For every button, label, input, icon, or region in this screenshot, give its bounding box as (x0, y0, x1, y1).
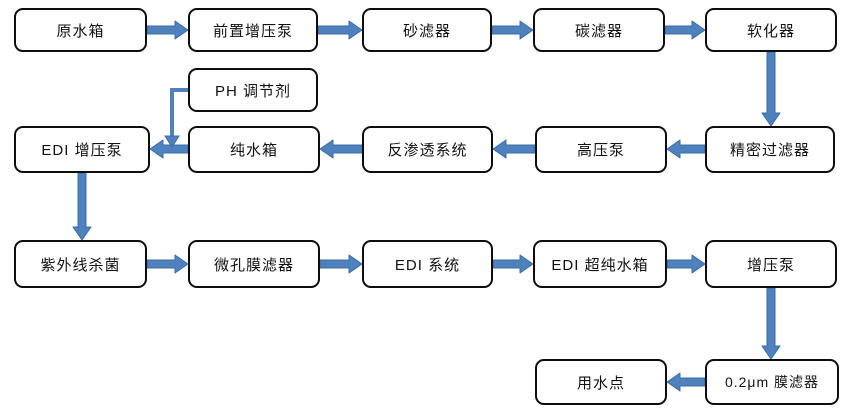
node-booster-pump: 增压泵 (705, 240, 837, 288)
node-label: EDI 系统 (394, 256, 461, 274)
node-label: EDI 超纯水箱 (551, 256, 649, 274)
node-label: 原水箱 (56, 22, 105, 40)
node-high-pressure-pump: 高压泵 (535, 126, 667, 173)
node-ro-system: 反渗透系统 (362, 126, 493, 173)
arrow-precision-filter-to-high-pressure-pump (666, 139, 706, 159)
arrow-booster-pump-to-membrane-filter (761, 287, 781, 360)
node-edi-system: EDI 系统 (362, 240, 493, 288)
node-pure-water-tank: 纯水箱 (188, 126, 320, 173)
node-precision-filter: 精密过滤器 (705, 126, 835, 173)
node-membrane-filter-0-2um: 0.2μm 膜滤器 (705, 359, 839, 405)
node-point-of-use: 用水点 (535, 359, 667, 405)
arrow-edi-system-to-edi-ultrapure-water-tank (492, 254, 534, 274)
node-sand-filter: 砂滤器 (362, 8, 492, 52)
node-label: 反渗透系统 (387, 142, 468, 159)
node-label: 0.2μm 膜滤器 (724, 374, 820, 390)
node-label: EDI 增压泵 (41, 142, 123, 159)
node-pre-booster-pump: 前置增压泵 (188, 8, 318, 52)
arrow-edi-ultrapure-water-tank-to-booster-pump (666, 254, 706, 274)
node-label: 碳滤器 (574, 22, 623, 40)
node-label: 精密过滤器 (729, 142, 810, 159)
arrow-high-pressure-pump-to-ro-system (492, 139, 536, 159)
arrow-ro-system-to-pure-water-tank (319, 139, 363, 159)
connector-ph-adjuster-line (170, 88, 188, 136)
node-label: 微孔膜滤器 (213, 256, 294, 274)
node-carbon-filter: 碳滤器 (533, 8, 665, 52)
arrow-microporous-membrane-filter-to-edi-system (319, 254, 363, 274)
node-label: PH 调节剂 (214, 82, 291, 100)
arrow-raw-water-tank-to-pre-booster-pump (146, 20, 189, 40)
node-ph-adjuster: PH 调节剂 (188, 68, 318, 112)
node-label: 高压泵 (576, 142, 625, 159)
node-label: 前置增压泵 (212, 22, 293, 40)
node-label: 增压泵 (746, 256, 795, 274)
node-label: 纯水箱 (229, 142, 278, 159)
node-label: 紫外线杀菌 (40, 256, 121, 274)
arrow-pure-water-tank-to-edi-booster-pump (149, 139, 189, 159)
node-label: 软化器 (746, 22, 795, 40)
node-edi-ultrapure-water-tank: EDI 超纯水箱 (533, 240, 667, 288)
arrow-softener-to-precision-filter (761, 51, 781, 127)
connector-ph-adjuster-arrowhead (164, 135, 180, 148)
arrow-sand-filter-to-carbon-filter (491, 20, 534, 40)
arrow-pre-booster-pump-to-sand-filter (317, 20, 363, 40)
arrow-membrane-filter-to-point-of-use (666, 372, 706, 392)
arrow-edi-booster-pump-to-uv-sterilizer (72, 172, 92, 241)
node-label: 砂滤器 (402, 22, 451, 40)
node-uv-sterilizer: 紫外线杀菌 (14, 240, 147, 288)
node-microporous-membrane-filter: 微孔膜滤器 (188, 240, 320, 288)
arrow-uv-sterilizer-to-microporous-membrane-filter (146, 254, 189, 274)
node-edi-booster-pump: EDI 增压泵 (14, 126, 150, 173)
node-label: 用水点 (576, 374, 625, 392)
arrow-carbon-filter-to-softener (664, 20, 706, 40)
node-softener: 软化器 (705, 8, 837, 52)
node-raw-water-tank: 原水箱 (14, 8, 147, 52)
